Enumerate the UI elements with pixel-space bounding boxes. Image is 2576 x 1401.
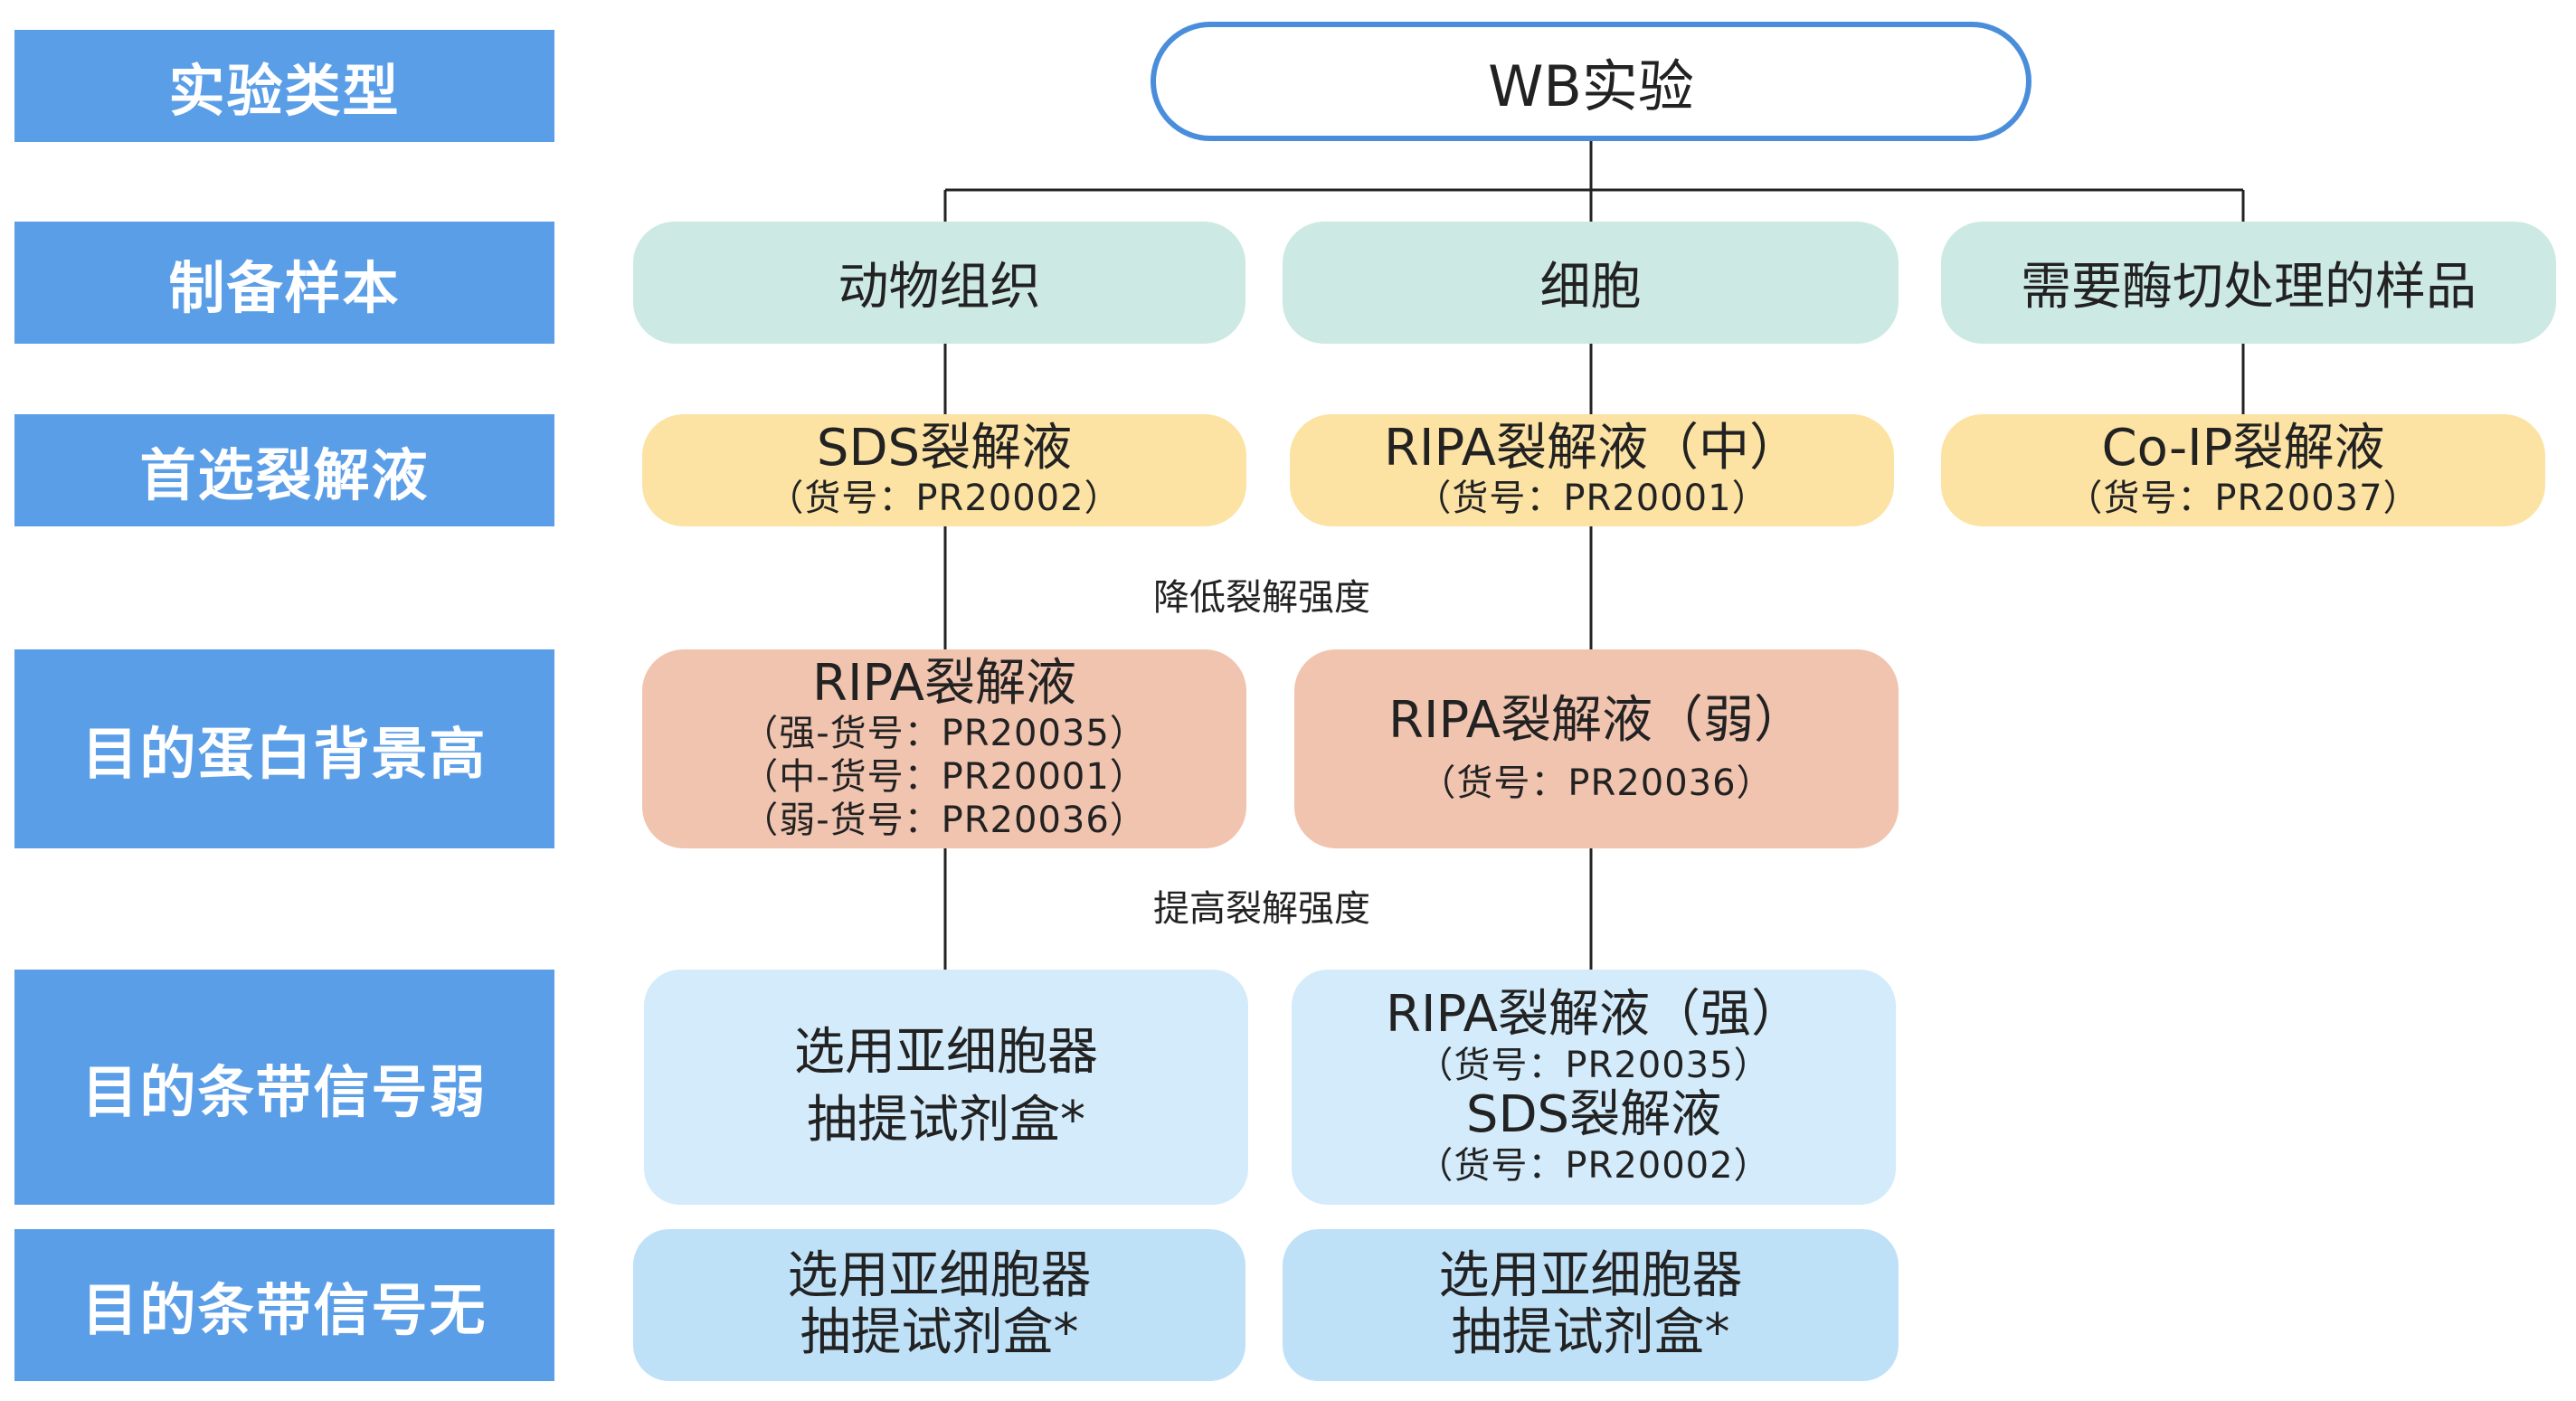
node-kit-none-right-line1: 选用亚细胞器 bbox=[1438, 1246, 1743, 1306]
edge-label-reduce-strength: 降低裂解强度 bbox=[1153, 577, 1370, 619]
node-cells-label: 细胞 bbox=[1539, 258, 1642, 317]
node-ripa-strong-code: （货号：PR20035） bbox=[1416, 1045, 1771, 1086]
node-animal-tissue: 动物组织 bbox=[633, 222, 1245, 344]
node-ripa-all-name: RIPA裂解液 bbox=[812, 653, 1076, 713]
row-label-high-background: 目的蛋白背景高 bbox=[14, 649, 554, 848]
node-sds-code: （货号：PR20002） bbox=[767, 478, 1122, 520]
node-subcellular-kit-none-right: 选用亚细胞器 抽提试剂盒* bbox=[1283, 1229, 1899, 1381]
node-sds-code-2: （货号：PR20002） bbox=[1416, 1144, 1771, 1187]
node-ripa-strong-code: （强-货号：PR20035） bbox=[742, 713, 1147, 755]
node-coip-code: （货号：PR20037） bbox=[2066, 478, 2420, 520]
node-enzyme-digest-label: 需要酶切处理的样品 bbox=[2021, 258, 2477, 317]
node-animal-tissue-label: 动物组织 bbox=[838, 258, 1041, 317]
node-ripa-weak-code-2: （弱-货号：PR20036） bbox=[742, 800, 1147, 842]
node-ripa-mid-code-2: （中-货号：PR20001） bbox=[742, 756, 1147, 799]
node-kit-weak-line2: 抽提试剂盒* bbox=[807, 1091, 1085, 1150]
node-subcellular-kit-weak: 选用亚细胞器 抽提试剂盒* bbox=[644, 970, 1248, 1205]
node-ripa-all-strengths: RIPA裂解液 （强-货号：PR20035） （中-货号：PR20001） （弱… bbox=[642, 649, 1246, 848]
row-label-experiment-type: 实验类型 bbox=[14, 30, 554, 142]
edge-label-increase-strength: 提高裂解强度 bbox=[1153, 888, 1370, 930]
root-node-wb-experiment: WB实验 bbox=[1151, 22, 2031, 141]
row-label-sample-prep: 制备样本 bbox=[14, 222, 554, 344]
node-ripa-mid-lysis: RIPA裂解液（中） （货号：PR20001） bbox=[1290, 414, 1894, 526]
node-coip-name: Co-IP裂解液 bbox=[2101, 418, 2385, 478]
node-cells: 细胞 bbox=[1283, 222, 1899, 344]
node-kit-none-right-line2: 抽提试剂盒* bbox=[1451, 1303, 1730, 1362]
node-coip-lysis: Co-IP裂解液 （货号：PR20037） bbox=[1941, 414, 2545, 526]
node-sds-name-2: SDS裂解液 bbox=[1465, 1085, 1722, 1144]
node-subcellular-kit-none-left: 选用亚细胞器 抽提试剂盒* bbox=[633, 1229, 1245, 1381]
node-sds-name: SDS裂解液 bbox=[816, 418, 1073, 478]
node-kit-weak-line1: 选用亚细胞器 bbox=[794, 1023, 1098, 1083]
node-ripa-mid-code: （货号：PR20001） bbox=[1415, 478, 1769, 520]
node-ripa-strong-name: RIPA裂解液（强） bbox=[1386, 985, 1802, 1045]
node-enzyme-digest-sample: 需要酶切处理的样品 bbox=[1941, 222, 2556, 344]
row-label-preferred-lysis: 首选裂解液 bbox=[14, 414, 554, 526]
node-sds-lysis: SDS裂解液 （货号：PR20002） bbox=[642, 414, 1246, 526]
node-kit-none-left-line1: 选用亚细胞器 bbox=[787, 1246, 1092, 1306]
node-ripa-weak-name: RIPA裂解液（弱） bbox=[1388, 690, 1804, 750]
row-label-weak-band: 目的条带信号弱 bbox=[14, 970, 554, 1205]
node-ripa-weak-lysis: RIPA裂解液（弱） （货号：PR20036） bbox=[1294, 649, 1899, 848]
node-kit-none-left-line2: 抽提试剂盒* bbox=[800, 1303, 1079, 1362]
node-strong-lysis-options: RIPA裂解液（强） （货号：PR20035） SDS裂解液 （货号：PR200… bbox=[1292, 970, 1896, 1205]
row-label-no-band: 目的条带信号无 bbox=[14, 1229, 554, 1381]
root-label: WB实验 bbox=[1488, 53, 1694, 119]
node-ripa-mid-name: RIPA裂解液（中） bbox=[1384, 418, 1800, 478]
node-ripa-weak-code: （货号：PR20036） bbox=[1419, 762, 1774, 805]
